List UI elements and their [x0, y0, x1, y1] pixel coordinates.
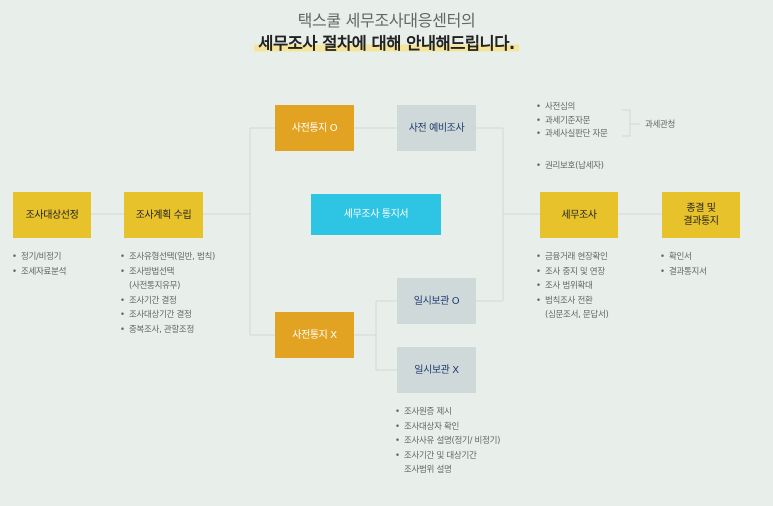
node-plan: 조사계획 수립 [124, 192, 203, 238]
list-item: •조사유형선택(일반, 범칙) [120, 252, 216, 262]
node-target-selection: 조사대상선정 [13, 192, 91, 238]
node-prelim: 사전 예비조사 [397, 105, 476, 151]
list-item: •정기/비정기 [12, 252, 62, 262]
list-conclusion: •확인서 •결과통지서 [660, 250, 707, 279]
list-plan: •조사유형선택(일반, 범칙) •조사방법선택 (사전통지유무) •조사기간 결… [120, 250, 215, 337]
list-item: •조사방법선택 [120, 266, 175, 277]
list-storage-x: •조사원증 제시 •조사대상자 확인 •조사사유 설명(정기/ 비정기) •조사… [395, 405, 500, 478]
node-conclusion-line2: 결과통지 [683, 216, 719, 227]
list-item: •과세사실판단 자문 [536, 129, 608, 139]
node-conclusion: 종결 및 결과통지 [662, 192, 740, 238]
list-target-selection: •정기/비정기 •조세자료분석 [12, 250, 66, 279]
prelim-group-label: 과세관청 [645, 120, 676, 130]
list-item: •금융거래 현장확인 [536, 252, 608, 262]
list-item: •조사대상자 확인 [395, 421, 460, 432]
list-item: •사전심의 [536, 102, 576, 112]
list-item: •결과통지서 [660, 266, 707, 277]
list-item: •조사대상기간 결정 [120, 310, 192, 320]
list-prelim-items: •사전심의 •과세기준자문 •과세사실판단 자문 [536, 101, 608, 142]
list-item: •조사기간 및 대상기간 [395, 450, 477, 461]
node-conclusion-line1: 종결 및 [686, 203, 716, 214]
list-item: •조사사유 설명(정기/ 비정기) [395, 436, 501, 446]
list-item: •조세자료분석 [12, 266, 67, 277]
list-item: •조사기간 결정 [120, 295, 177, 306]
list-item: •조사 범위확대 [536, 281, 593, 291]
list-item: •과세기준자문 [536, 115, 591, 126]
node-tax-audit: 세무조사 [540, 192, 618, 238]
node-notice-o: 사전통지 O [275, 105, 354, 151]
header-title-text: 세무조사 절차에 대해 안내해드립니다. [254, 34, 519, 53]
list-item: (사전통지유무) [129, 281, 181, 291]
list-item: •조사 중지 및 연장 [536, 266, 605, 277]
header-title: 세무조사 절차에 대해 안내해드립니다. [0, 30, 773, 54]
list-item: •조사원증 제시 [395, 407, 452, 417]
node-notice-x: 사전통지 X [275, 312, 354, 358]
list-tax-audit: •금융거래 현장확인 •조사 중지 및 연장 •조사 범위확대 •범칙조사 전환… [536, 250, 609, 323]
rights-note: •권리보호(납세자) [536, 161, 604, 171]
list-item: (심문조서, 문답서) [545, 310, 609, 320]
list-item: •중복조사, 관할조정 [120, 324, 194, 335]
node-storage-o: 일시보관 O [397, 278, 476, 324]
list-item: •범칙조사 전환 [536, 295, 593, 306]
list-item: •확인서 [660, 252, 692, 262]
list-item: 조사범위 설명 [404, 465, 452, 475]
header-subtitle: 택스쿨 세무조사대응센터의 [297, 11, 476, 30]
node-center-notice: 세무조사 통지서 [311, 194, 441, 235]
node-storage-x: 일시보관 X [397, 347, 476, 393]
